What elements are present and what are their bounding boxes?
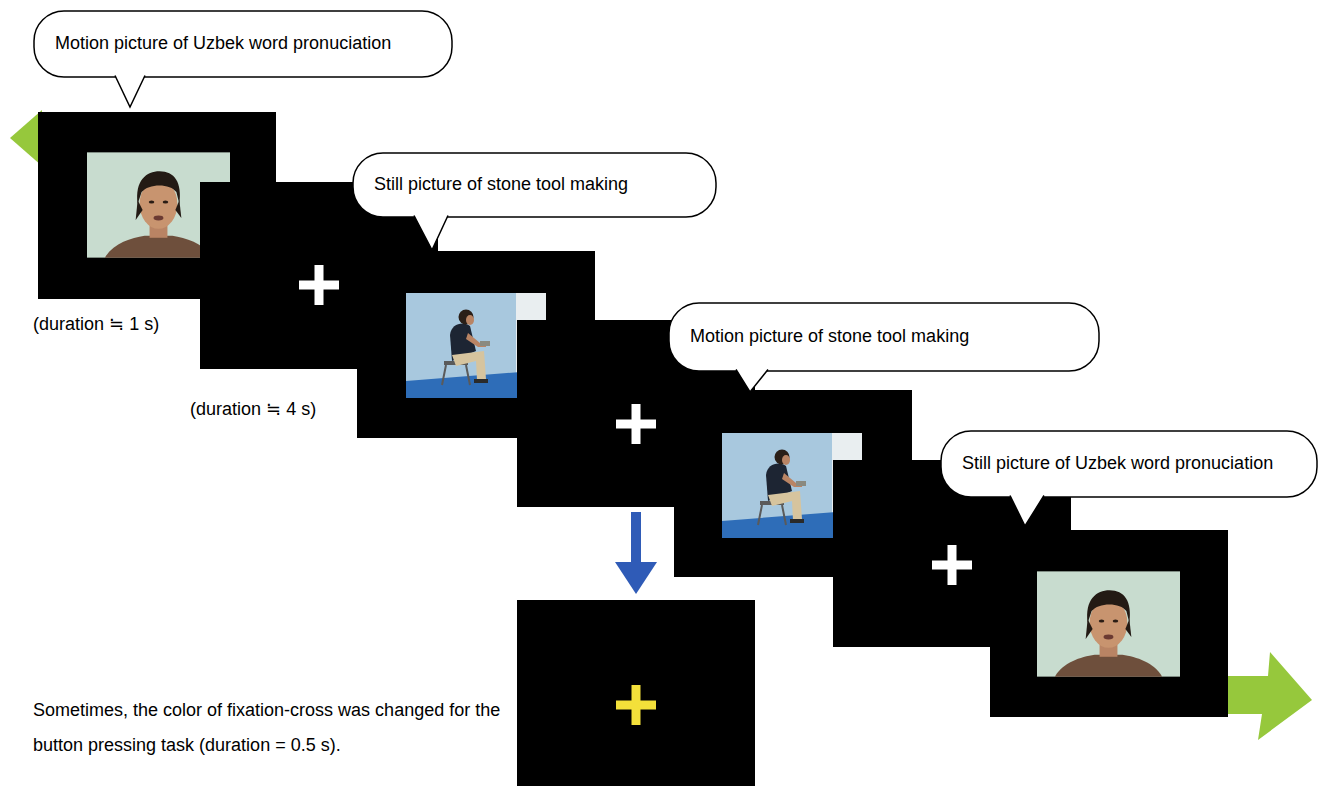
screen: [990, 530, 1228, 717]
task-note: Sometimes, the color of fixation-cross w…: [33, 693, 508, 763]
bubble-text: Motion picture of stone tool making: [668, 326, 969, 348]
bubble-text: Motion picture of Uzbek word pronuciatio…: [33, 33, 391, 55]
fixation-cross: [616, 404, 656, 444]
photo: [1037, 571, 1180, 676]
sequence-arrow: [1226, 652, 1312, 740]
bubble-outline: [352, 152, 717, 254]
bubble-outline: [940, 430, 1318, 530]
bubble-outline: [668, 302, 1100, 396]
bubble-text: Still picture of Uzbek word pronuciation: [940, 453, 1273, 475]
duration-note: (duration ≒ 1 s): [33, 313, 159, 336]
down-arrow: [615, 512, 657, 594]
bubble-text: Still picture of stone tool making: [352, 174, 628, 196]
duration-note: (duration ≒ 4 s): [190, 398, 316, 421]
speech-bubble: Still picture of stone tool making: [352, 152, 717, 218]
fixation-cross: [616, 685, 656, 725]
bubble-outline: [33, 10, 453, 111]
screen: [517, 600, 755, 786]
fixation-cross: [932, 545, 972, 585]
fixation-cross: [299, 265, 339, 305]
speech-bubble: Motion picture of stone tool making: [668, 302, 1100, 372]
speech-bubble: Motion picture of Uzbek word pronuciatio…: [33, 10, 453, 78]
sequence-arrow: [10, 110, 42, 166]
speech-bubble: Still picture of Uzbek word pronuciation: [940, 430, 1318, 498]
